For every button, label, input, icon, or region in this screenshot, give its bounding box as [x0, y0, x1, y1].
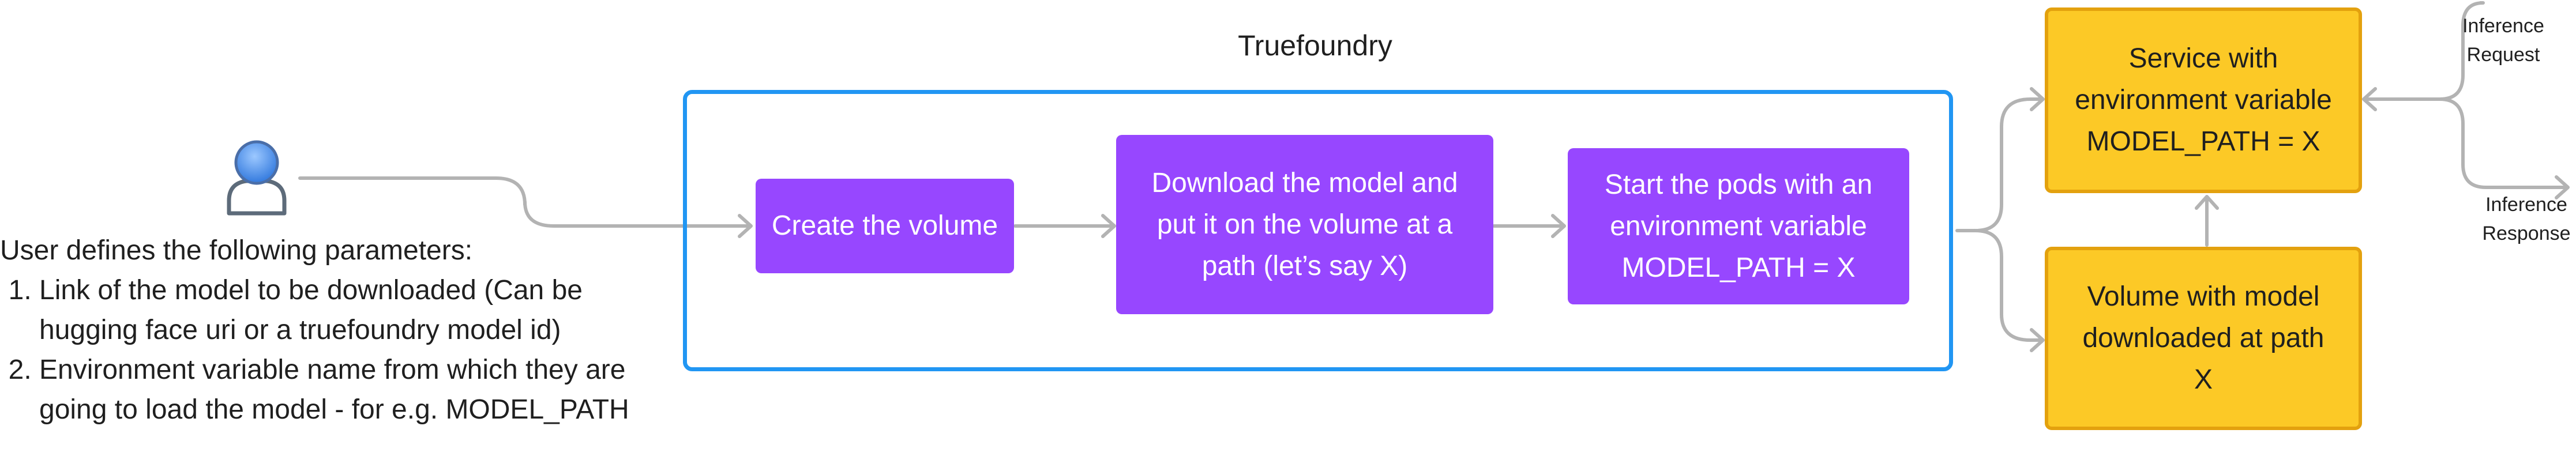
volume-to-service-arrowhead	[2195, 195, 2219, 210]
frame-to-service-connector	[1955, 97, 2044, 232]
inference-response-label: Inference Response	[2482, 194, 2571, 244]
step-create-volume: Create the volume	[756, 179, 1014, 273]
inference-request-label: Inference Request	[2462, 15, 2544, 66]
inference-response-arrowhead	[2555, 175, 2570, 199]
step-start-pods: Start the pods with an environment varia…	[1568, 148, 1909, 304]
service-box: Service with environment variable MODEL_…	[2045, 7, 2362, 193]
frame-to-volume-connector	[1974, 229, 2044, 342]
create-to-download-arrowhead	[1101, 214, 1116, 238]
user-parameters-list: Link of the model to be downloaded (Can …	[0, 270, 646, 429]
parameter-model-link: Link of the model to be downloaded (Can …	[39, 270, 646, 350]
user-avatar-icon	[227, 140, 287, 216]
user-to-create-connector	[298, 176, 752, 228]
truefoundry-frame-title: Truefoundry	[1238, 29, 1392, 62]
inference-request-arrowhead	[2362, 87, 2377, 111]
parameter-env-variable: Environment variable name from which the…	[39, 350, 646, 429]
inference-request-connector	[2363, 1, 2485, 101]
download-to-start-arrowhead	[1551, 214, 1566, 238]
volume-box: Volume with model downloaded at path X	[2045, 247, 2362, 430]
user-to-create-arrowhead	[738, 214, 753, 238]
inference-response-connector	[2438, 97, 2569, 189]
user-parameters-description: User defines the following parameters: L…	[0, 231, 646, 429]
frame-to-volume-arrowhead	[2030, 328, 2045, 352]
user-parameters-intro: User defines the following parameters:	[0, 235, 473, 266]
frame-to-service-arrowhead	[2030, 87, 2045, 111]
step-download-model: Download the model and put it on the vol…	[1116, 135, 1493, 314]
truefoundry-frame	[683, 90, 1953, 371]
